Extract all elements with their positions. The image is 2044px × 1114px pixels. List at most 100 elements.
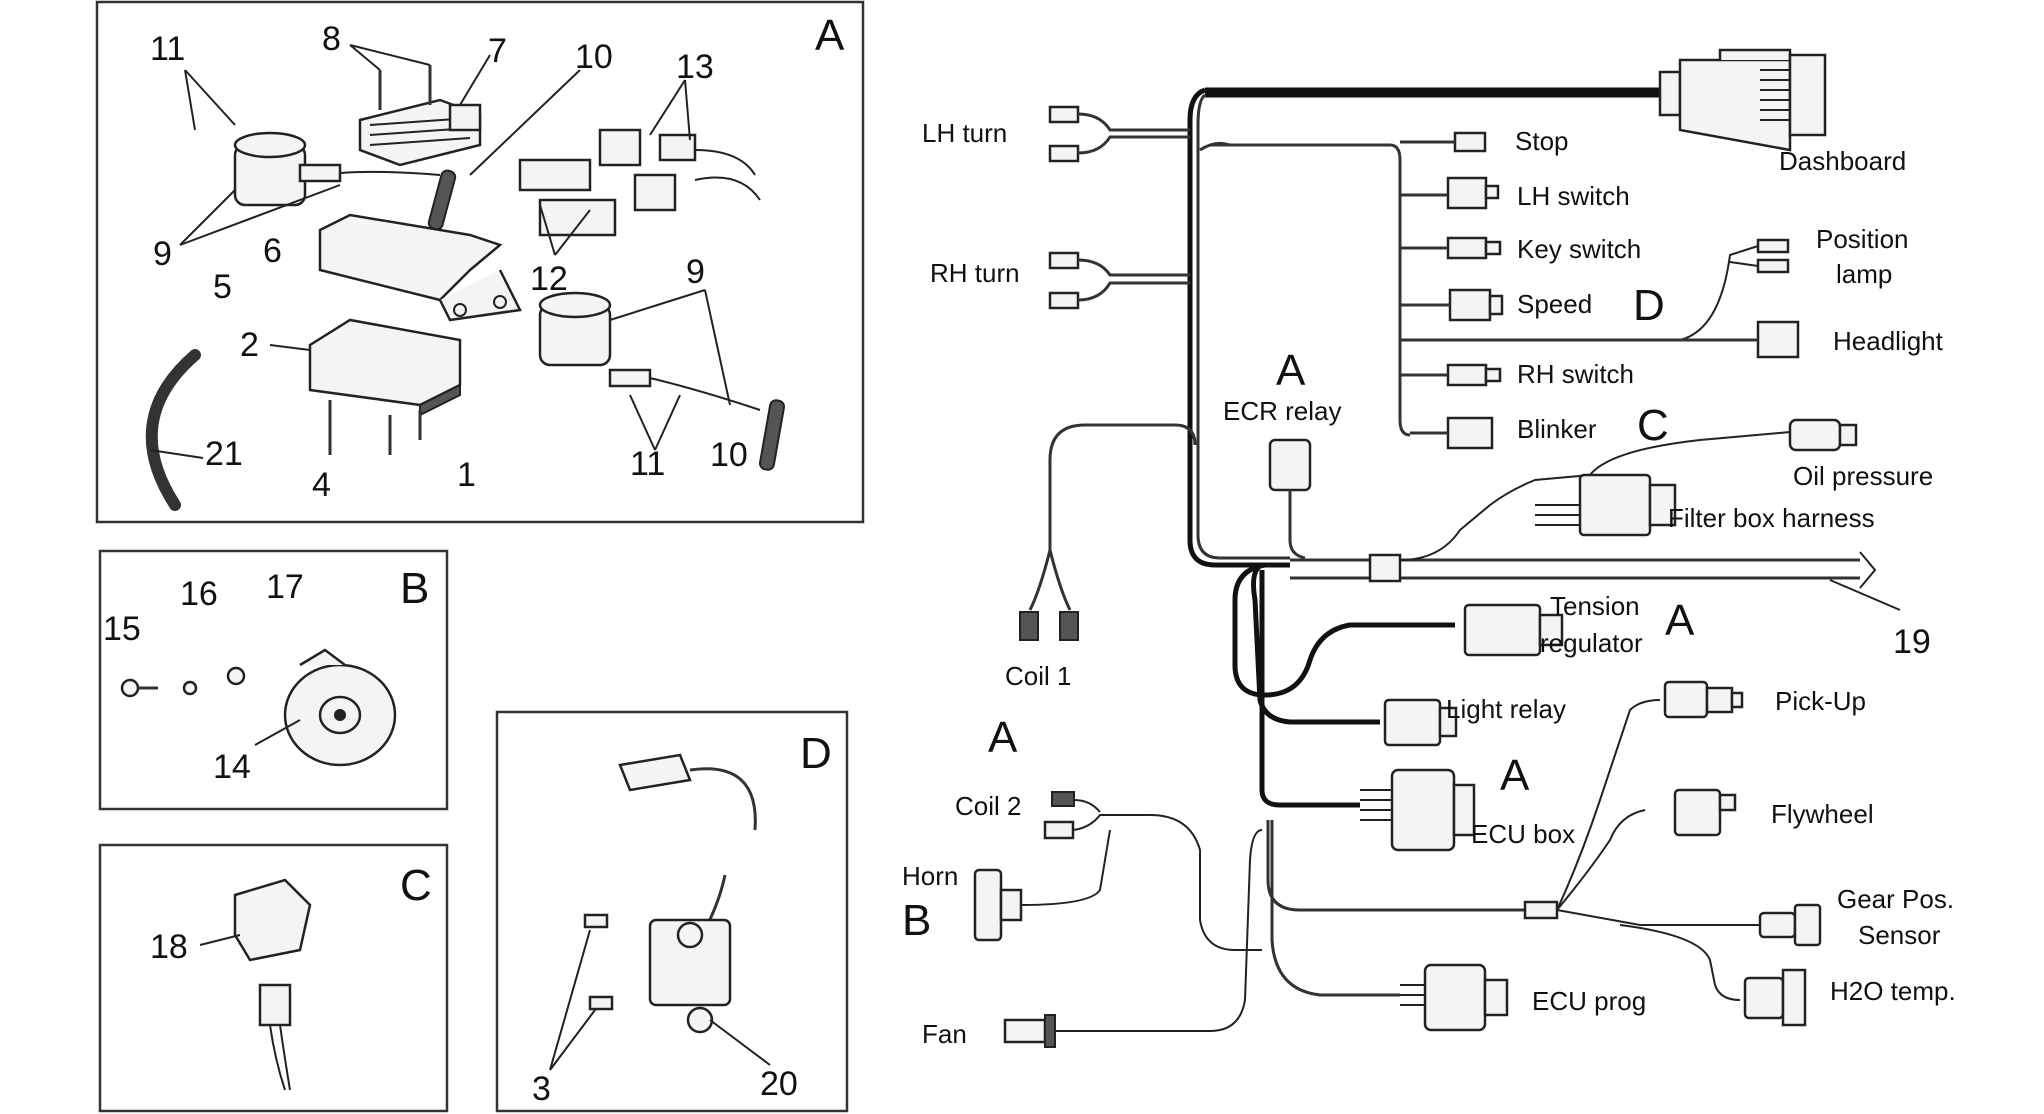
callout-13: 13 bbox=[676, 48, 714, 86]
label-light-relay: Light relay bbox=[1446, 694, 1566, 724]
flywheel-connector bbox=[1673, 788, 1737, 837]
callout-21: 21 bbox=[205, 435, 243, 473]
label-gear-pos-1: Gear Pos. bbox=[1837, 884, 1954, 914]
key-switch-connector bbox=[1400, 236, 1502, 260]
lh-turn-connector bbox=[1048, 105, 1190, 163]
panel-b-letter: B bbox=[400, 564, 429, 613]
wiring-harness: Dashboard LH turn RH turn Stop LH switch bbox=[902, 48, 1956, 1049]
mounting-plate bbox=[308, 318, 462, 455]
panel-d-letter: D bbox=[800, 729, 832, 778]
label-tension-2: regulator bbox=[1540, 628, 1643, 658]
label-tension-1: Tension bbox=[1550, 591, 1640, 621]
horn-connector bbox=[973, 829, 1111, 942]
label-headlight: Headlight bbox=[1833, 326, 1944, 356]
panel-d: D 3 20 bbox=[495, 710, 849, 1113]
ref-tension: A bbox=[1665, 596, 1695, 645]
callout-10: 10 bbox=[575, 38, 613, 76]
harness-branch-19 bbox=[1290, 551, 1901, 611]
label-19: 19 bbox=[1893, 623, 1931, 661]
label-dashboard: Dashboard bbox=[1779, 146, 1906, 176]
label-oil-pressure: Oil pressure bbox=[1793, 461, 1933, 491]
label-key-switch: Key switch bbox=[1517, 234, 1641, 264]
label-lh-turn: LH turn bbox=[922, 118, 1007, 148]
coil-1-connector bbox=[1019, 423, 1197, 641]
dashboard-connector bbox=[1658, 48, 1827, 152]
headlight-connector bbox=[1400, 320, 1800, 359]
ignition-coil-right bbox=[538, 291, 786, 471]
label-rh-switch: RH switch bbox=[1517, 359, 1634, 389]
label-pick-up: Pick-Up bbox=[1775, 686, 1866, 716]
light-relay-connector bbox=[1251, 562, 1458, 747]
filter-box-connector bbox=[1535, 473, 1677, 537]
ref-coil2: A bbox=[988, 713, 1018, 762]
label-horn: Horn bbox=[902, 861, 958, 891]
callout-14: 14 bbox=[213, 748, 251, 786]
tension-regulator-connector bbox=[1232, 562, 1564, 698]
label-coil-2: Coil 2 bbox=[955, 791, 1021, 821]
regulator-module bbox=[358, 65, 482, 167]
fan-connector bbox=[1003, 829, 1263, 1048]
label-stop: Stop bbox=[1515, 126, 1569, 156]
callout-16: 16 bbox=[180, 575, 218, 613]
callout-11: 11 bbox=[150, 30, 185, 68]
sensor-branch bbox=[1266, 699, 1760, 1001]
label-rh-turn: RH turn bbox=[930, 258, 1020, 288]
stop-connector bbox=[1400, 131, 1487, 153]
panel-b: B 15 16 17 14 bbox=[98, 549, 449, 811]
callout-20: 20 bbox=[760, 1065, 798, 1103]
ref-horn: B bbox=[902, 896, 931, 945]
callout-5: 5 bbox=[213, 268, 232, 306]
callout-11-right: 11 bbox=[630, 445, 665, 483]
rh-switch-connector bbox=[1400, 363, 1502, 387]
label-fan: Fan bbox=[922, 1019, 967, 1049]
callout-8: 8 bbox=[322, 20, 341, 58]
callout-17: 17 bbox=[266, 568, 304, 606]
label-lh-switch: LH switch bbox=[1517, 181, 1630, 211]
panel-c: C 18 bbox=[98, 843, 449, 1113]
callout-6: 6 bbox=[263, 232, 282, 270]
blinker-connector bbox=[1410, 416, 1494, 450]
callout-10-right: 10 bbox=[710, 436, 748, 474]
callout-18: 18 bbox=[150, 928, 188, 966]
label-flywheel: Flywheel bbox=[1771, 799, 1874, 829]
label-speed: Speed bbox=[1517, 289, 1592, 319]
label-ecu-box: ECU box bbox=[1471, 819, 1575, 849]
ecu-box-connector bbox=[1259, 570, 1476, 852]
pickup-sensor-part bbox=[583, 753, 757, 1034]
position-lamp-connector bbox=[1679, 238, 1790, 341]
callout-4: 4 bbox=[312, 466, 331, 504]
ref-c: C bbox=[1637, 401, 1669, 450]
horn-part bbox=[120, 648, 397, 767]
label-filter-box-harness: Filter box harness bbox=[1668, 503, 1875, 533]
relay-group bbox=[518, 128, 761, 237]
callout-12: 12 bbox=[530, 260, 568, 298]
callout-15: 15 bbox=[103, 610, 141, 648]
oil-pressure-connector bbox=[1399, 418, 1858, 561]
pick-up-connector bbox=[1663, 680, 1744, 719]
callout-9-right: 9 bbox=[686, 253, 705, 291]
panel-b-frame bbox=[98, 549, 449, 811]
label-blinker: Blinker bbox=[1517, 414, 1597, 444]
panel-a-letter: A bbox=[815, 11, 845, 60]
hose-21 bbox=[145, 349, 201, 511]
rh-turn-connector bbox=[1048, 251, 1190, 310]
label-ecr-relay: ECR relay bbox=[1223, 396, 1341, 426]
h2o-temp-connector bbox=[1743, 968, 1807, 1027]
ecu-prog-connector bbox=[1270, 820, 1509, 1032]
ref-d: D bbox=[1633, 281, 1665, 330]
label-h2o-temp: H2O temp. bbox=[1830, 976, 1956, 1006]
label-position-lamp-1: Position bbox=[1816, 224, 1909, 254]
panel-a: A bbox=[95, 0, 865, 524]
label-coil-1: Coil 1 bbox=[1005, 661, 1071, 691]
speed-connector bbox=[1400, 288, 1504, 322]
callout-1: 1 bbox=[457, 456, 476, 494]
ref-ecr: A bbox=[1276, 346, 1306, 395]
label-position-lamp-2: lamp bbox=[1836, 259, 1892, 289]
label-ecu-prog: ECU prog bbox=[1532, 986, 1646, 1016]
ignition-coil-left bbox=[233, 131, 457, 231]
gear-pos-connector bbox=[1758, 903, 1822, 947]
ecr-relay-connector bbox=[1268, 438, 1312, 560]
callout-7: 7 bbox=[488, 32, 507, 70]
mounting-bracket bbox=[318, 213, 522, 322]
